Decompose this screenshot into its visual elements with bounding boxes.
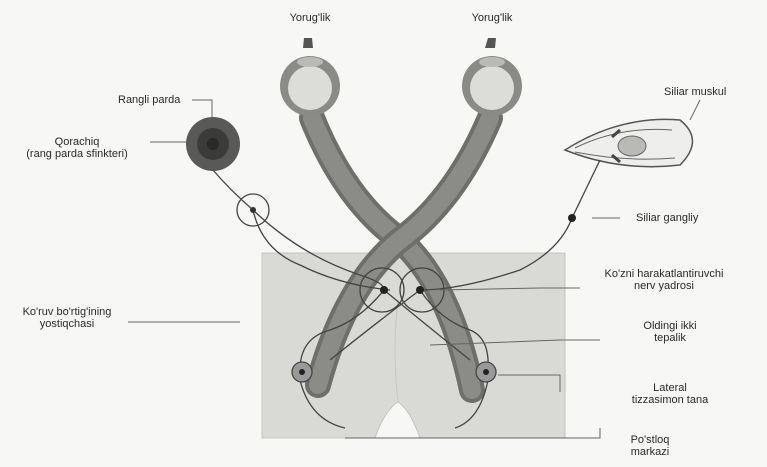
cortex-label: Po'stloq markazi (610, 434, 690, 458)
oculomotor-label: Ko'zni harakatlantiruvchi nerv yadrosi (584, 268, 744, 292)
eyeball-right (462, 56, 522, 116)
light-label-right: Yorug'lik (466, 12, 518, 24)
pulvinar-label: Ko'ruv bo'rtig'ining yostiqchasi (2, 306, 132, 330)
colliculi-label: Oldingi ikki tepalik (620, 320, 720, 344)
cortex-label-line2: markazi (610, 446, 690, 458)
light-label-left: Yorug'lik (284, 12, 336, 24)
brainstem-block (262, 253, 565, 438)
eyeball-left (280, 56, 340, 116)
ciliary-ganglion-dot (568, 214, 576, 222)
iris-label: Rangli parda (118, 94, 180, 106)
oculomotor-label-line1: Ko'zni harakatlantiruvchi (584, 268, 744, 280)
colliculi-label-line1: Oldingi ikki (620, 320, 720, 332)
ciliary-eye (565, 119, 693, 166)
light-arrow-right-icon (485, 38, 496, 48)
oculomotor-label-line2: nerv yadrosi (584, 280, 744, 292)
cortex-label-line1: Po'stloq (610, 434, 690, 446)
pupil-label: Qorachiq (rang parda sfinkteri) (2, 136, 152, 160)
pulvinar-label-line1: Ko'ruv bo'rtig'ining (2, 306, 132, 318)
iris-eye (186, 117, 240, 171)
pupil-label-line1: Qorachiq (2, 136, 152, 148)
pupil-label-line2: (rang parda sfinkteri) (2, 148, 152, 160)
pulvinar-label-line2: yostiqchasi (2, 318, 132, 330)
lgn-label: Lateral tizzasimon tana (610, 382, 730, 406)
lgn-right (476, 362, 496, 382)
light-arrow-left-icon (303, 38, 313, 48)
colliculi-label-line2: tepalik (620, 332, 720, 344)
lgn-label-line2: tizzasimon tana (610, 394, 730, 406)
lgn-left (292, 362, 312, 382)
ciliary-muscle-label: Siliar muskul (664, 86, 726, 98)
lgn-label-line1: Lateral (610, 382, 730, 394)
ciliary-ganglion-label: Siliar gangliy (636, 212, 698, 224)
